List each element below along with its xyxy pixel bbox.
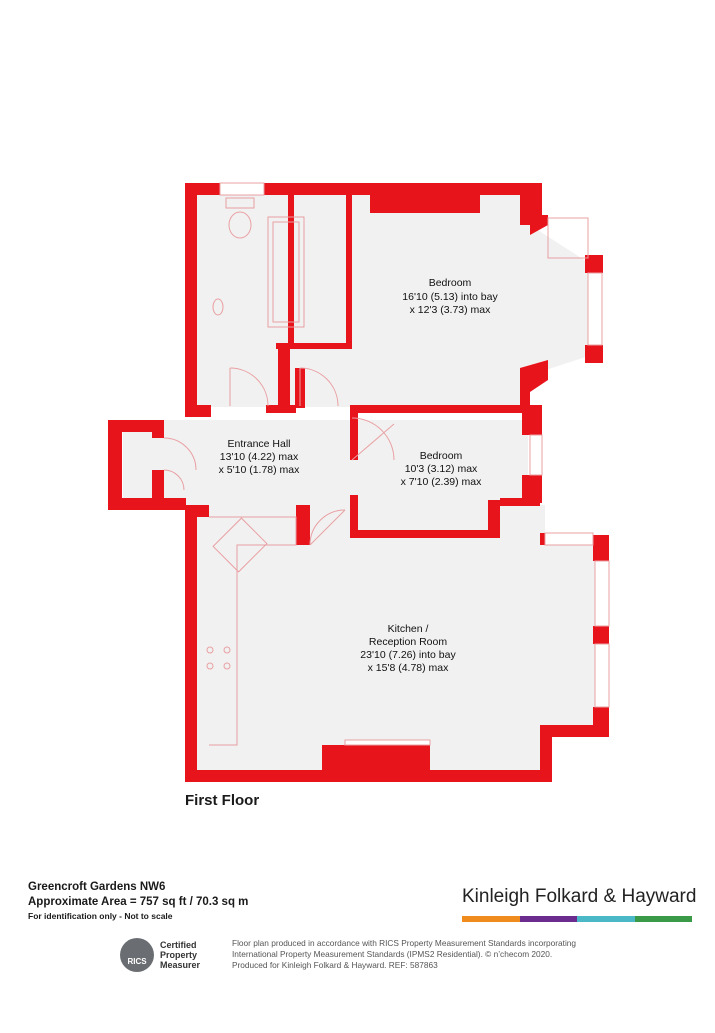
room-labels: Bedroom 16'10 (5.13) into bay x 12'3 (3.… xyxy=(219,277,499,674)
disclaimer: Floor plan produced in accordance with R… xyxy=(232,938,576,971)
rics-line3: Measurer xyxy=(160,960,201,970)
walls xyxy=(108,183,609,782)
agency-logo: Kinleigh Folkard & Hayward xyxy=(462,886,697,907)
bedroom1-dim2: x 12'3 (3.73) max xyxy=(410,304,492,316)
kitchen-name: Kitchen / xyxy=(388,623,429,635)
rics-badge: RICS xyxy=(120,938,154,972)
bedroom2-dim1: 10'3 (3.12) max xyxy=(405,463,478,475)
hall-dim2: x 5'10 (1.78) max xyxy=(219,464,301,476)
rics-logo: RICS Certified Property Measurer xyxy=(120,938,218,972)
agency-color-bar xyxy=(462,916,692,922)
address: Greencroft Gardens NW6 xyxy=(28,881,166,893)
bar-teal xyxy=(577,916,635,922)
disclaimer-line3: Produced for Kinleigh Folkard & Hayward.… xyxy=(232,960,438,970)
hall-name: Entrance Hall xyxy=(227,438,290,450)
floor-fill xyxy=(123,193,602,775)
disclaimer-line1: Floor plan produced in accordance with R… xyxy=(232,938,577,948)
kitchen-dim2: x 15'8 (4.78) max xyxy=(368,662,450,674)
bedroom1-name: Bedroom xyxy=(429,277,472,289)
bedroom2-dim2: x 7'10 (2.39) max xyxy=(401,476,483,488)
bar-purple xyxy=(519,916,577,922)
rics-line2: Property xyxy=(160,950,198,960)
approx-area: Approximate Area = 757 sq ft / 70.3 sq m xyxy=(28,896,249,908)
bedroom1-dim1: 16'10 (5.13) into bay xyxy=(402,291,498,303)
disclaimer-line2: International Property Measurement Stand… xyxy=(232,949,553,959)
bar-green xyxy=(634,916,692,922)
hall-dim1: 13'10 (4.22) max xyxy=(220,451,299,463)
bedroom2-name: Bedroom xyxy=(420,450,463,462)
floor-label: First Floor xyxy=(185,792,260,809)
rics-text: Certified Property Measurer xyxy=(160,940,200,970)
address-block: Greencroft Gardens NW6 Approximate Area … xyxy=(28,880,248,910)
identification-note: For identification only - Not to scale xyxy=(28,911,173,921)
kitchen-name2: Reception Room xyxy=(369,636,447,648)
fixtures xyxy=(163,182,610,746)
rics-line1: Certified xyxy=(160,940,197,950)
bar-orange xyxy=(462,916,520,922)
kitchen-dim1: 23'10 (7.26) into bay xyxy=(360,649,456,661)
